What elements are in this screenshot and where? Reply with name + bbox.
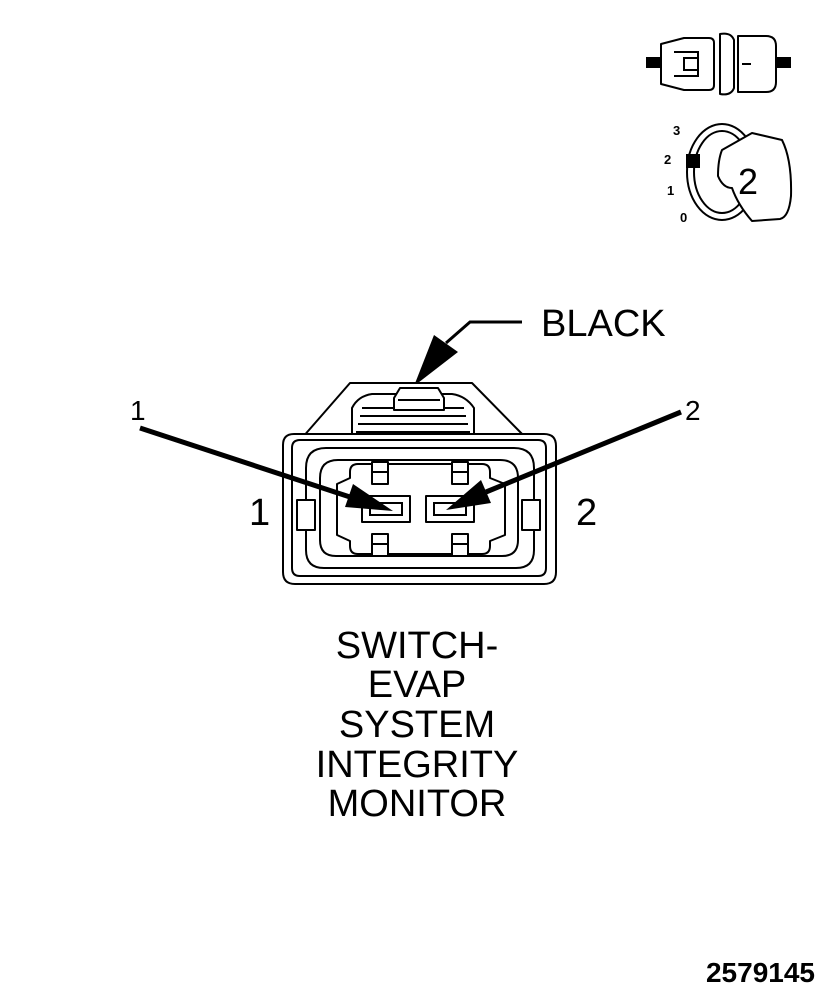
- pin-1-side-label: 1: [249, 492, 270, 534]
- pin-1-leader: [139, 425, 393, 511]
- connector-plug-icon: [646, 32, 791, 96]
- title-line-2: EVAP: [368, 664, 467, 706]
- title-line-4: INTEGRITY: [316, 744, 519, 786]
- pin-2-side-label: 2: [576, 492, 597, 534]
- key-position-icon: 3 2 1 0 2: [664, 123, 793, 225]
- title-line-5: MONITOR: [328, 783, 507, 825]
- pin-2-callout: 2: [685, 395, 701, 426]
- key-scale-1: 1: [667, 183, 674, 198]
- connector-title: SWITCH- EVAP SYSTEM INTEGRITY MONITOR: [316, 625, 519, 825]
- key-scale-3: 3: [673, 123, 680, 138]
- pin-1-callout: 1: [130, 395, 146, 426]
- figure-id: 2579145: [706, 957, 815, 988]
- title-line-3: SYSTEM: [339, 704, 495, 746]
- connector-body: [282, 382, 557, 585]
- title-line-1: SWITCH-: [336, 625, 499, 667]
- connector-color-label: BLACK: [541, 303, 666, 345]
- pin-2-leader: [446, 409, 682, 510]
- key-scale-2: 2: [664, 152, 671, 167]
- key-scale-0: 0: [680, 210, 687, 225]
- key-number: 2: [738, 161, 758, 202]
- color-callout-leader: [414, 320, 522, 386]
